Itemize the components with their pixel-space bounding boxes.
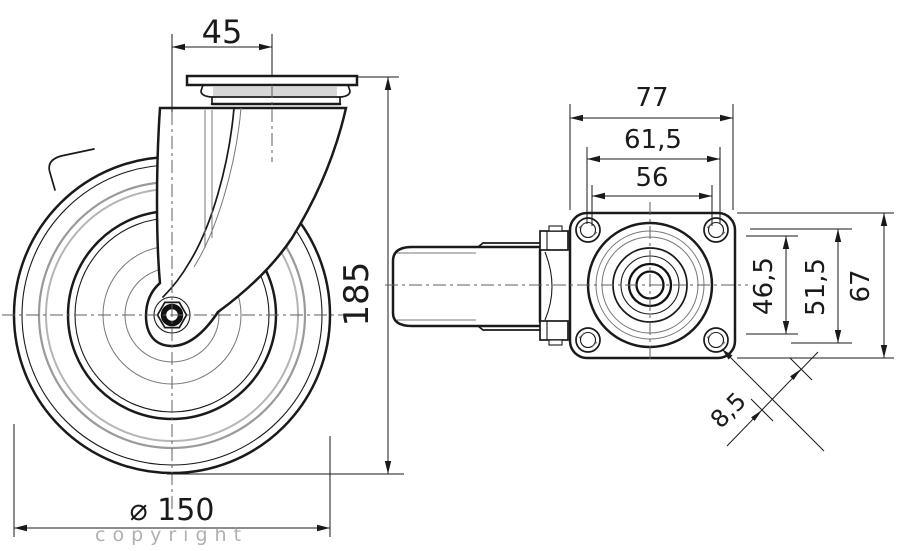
bolt-hole-outer [575, 327, 601, 353]
axle-bolt-bottom [539, 320, 569, 341]
arrowhead [720, 114, 733, 122]
bolt-hole [575, 217, 601, 243]
dim-label-67: 67 [846, 269, 876, 302]
dim-wheel-diameter: ⌀ 150 [13, 424, 331, 537]
bolt-hole-inner [707, 221, 725, 239]
dim-bolt-spacing-46-5: 46,5 [746, 235, 798, 335]
bolt-hole-outer [703, 217, 729, 243]
dim-label-46-5: 46,5 [749, 257, 779, 315]
arrowhead [751, 410, 762, 421]
tire-shoulder-lines [397, 252, 476, 321]
arrowhead [570, 114, 583, 122]
fork-top [538, 225, 569, 346]
tire-crown-step [477, 242, 541, 331]
dim-label-61-5: 61,5 [624, 125, 682, 155]
dim-label-56: 56 [635, 163, 668, 193]
arrowhead [14, 524, 27, 532]
bearing-race-shading [213, 87, 337, 96]
arrowhead [384, 461, 392, 474]
dim-bolt-spacing-51-5: 51,5 [750, 228, 852, 344]
dim-label-wheel-diameter: ⌀ 150 [130, 493, 215, 528]
arrowhead [259, 43, 272, 51]
leader-line [721, 348, 825, 452]
arrowhead [699, 192, 712, 200]
bolt-hole [703, 217, 729, 243]
arrowhead [384, 77, 392, 90]
dim-label-8-5: 8,5 [705, 387, 752, 434]
fork-leg-profile [544, 251, 553, 321]
wheel-top [391, 242, 542, 331]
dim-total-height: 185 [167, 76, 404, 475]
arrowhead [834, 330, 842, 343]
side-view: 45 185 ⌀ 150 copyright [2, 13, 404, 546]
arrowhead [722, 349, 733, 360]
slot-marks [578, 222, 598, 238]
bolt-hole-inner [707, 331, 725, 349]
dim-bolt-spacing-56: 56 [591, 163, 713, 226]
bolt-hole [703, 327, 729, 353]
arrowhead [707, 155, 720, 163]
arrowhead [834, 229, 842, 242]
mounting-plate-side [185, 74, 359, 87]
slot-marks [706, 222, 726, 238]
arrowhead [782, 236, 790, 249]
dim-label-77: 77 [635, 83, 668, 113]
swivel-bearing-housing [200, 84, 351, 106]
dim-label-45: 45 [202, 13, 243, 51]
axle-bolt-top-head [548, 225, 563, 232]
dim-plate-width: 67 [737, 212, 894, 359]
arrowhead [880, 345, 888, 358]
fork-blade-fold-edge-inner [193, 107, 242, 268]
wheel-cylinder [391, 245, 542, 328]
arrowhead [587, 155, 600, 163]
kingpin-lines [204, 110, 213, 248]
arrowhead [880, 213, 888, 226]
bolt-holes [575, 217, 729, 353]
bolt-hole-outer [703, 327, 729, 353]
dim-swivel-offset: 45 [171, 13, 273, 112]
arrowhead [790, 369, 801, 380]
arrowhead [592, 192, 605, 200]
axle-bolt-bottom-head [548, 339, 563, 346]
dimension-line [726, 351, 819, 447]
arrowhead [782, 321, 790, 334]
bearing-cap [200, 84, 351, 98]
arrowhead [317, 524, 330, 532]
dim-label-51-5: 51,5 [801, 258, 831, 316]
arrowhead [172, 43, 185, 51]
axle-bolt-top [539, 230, 569, 251]
bolt-hole-inner [579, 221, 597, 239]
bolt-hole-inner [579, 331, 597, 349]
fork-side [144, 106, 348, 348]
rear-fork-leg [48, 148, 95, 191]
top-view: 77 61,5 56 46,5 [385, 83, 894, 452]
watermark-text: copyright [95, 524, 248, 546]
dim-plate-length: 77 [569, 83, 734, 210]
slot-marks [578, 332, 598, 348]
fork-blade-fold-edge [162, 107, 235, 298]
slot-marks [706, 332, 726, 348]
dim-bolt-spacing-61-5: 61,5 [586, 125, 721, 224]
bolt-hole [575, 327, 601, 353]
bolt-hole-outer [575, 217, 601, 243]
dim-label-185: 185 [337, 262, 377, 327]
dim-bolt-hole-diameter: 8,5 [705, 348, 825, 452]
